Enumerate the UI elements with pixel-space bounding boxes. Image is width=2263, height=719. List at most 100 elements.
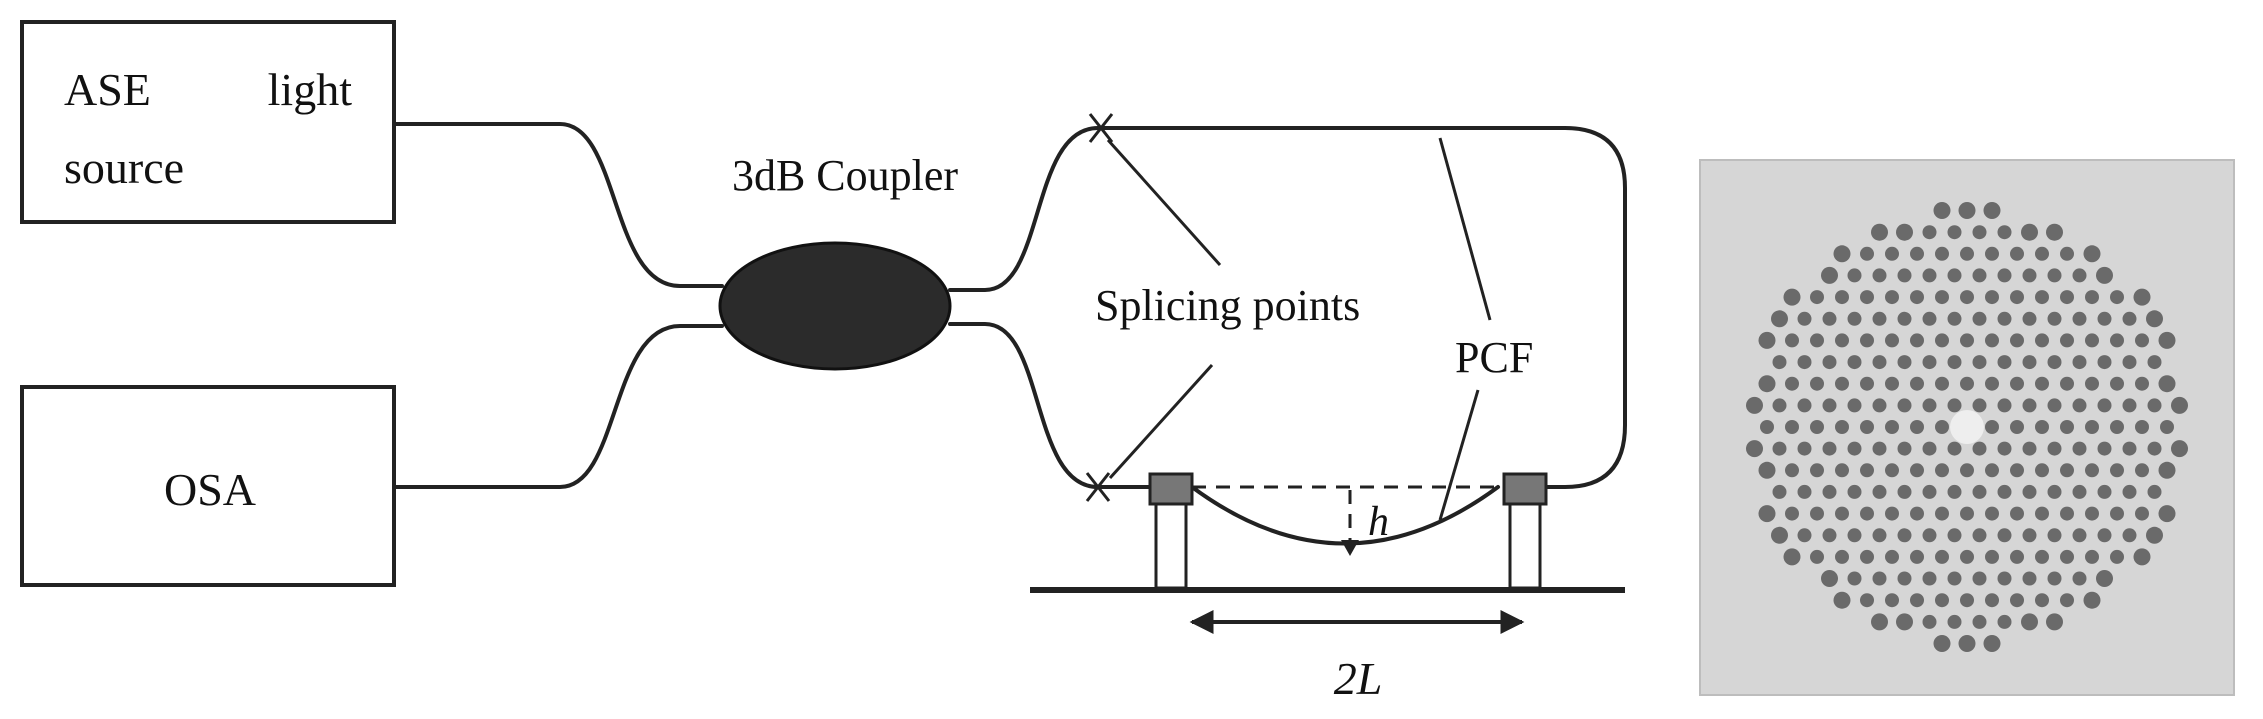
air-hole	[1810, 290, 1824, 305]
air-hole	[2047, 398, 2062, 413]
air-hole	[2035, 420, 2049, 434]
air-hole	[1972, 355, 1987, 370]
air-hole	[1810, 549, 1824, 564]
air-hole	[1785, 463, 1799, 478]
air-hole	[1835, 463, 1849, 478]
air-hole	[1922, 614, 1937, 629]
air-hole	[2010, 549, 2024, 564]
air-hole	[1797, 398, 1812, 413]
air-hole	[2060, 593, 2074, 608]
air-hole	[1922, 268, 1937, 283]
air-hole	[1847, 484, 1862, 499]
air-hole	[1810, 376, 1824, 391]
air-hole	[1896, 613, 1913, 631]
air-hole	[2021, 613, 2038, 631]
air-hole	[2135, 506, 2149, 521]
span-label: 2L	[1334, 653, 1383, 704]
air-hole	[2158, 375, 2176, 393]
air-hole	[1810, 506, 1824, 521]
air-hole	[1997, 225, 2012, 240]
air-hole	[2022, 571, 2037, 586]
bend-depth-arrowhead	[1341, 540, 1359, 556]
splicing-leader-upper	[1106, 138, 1222, 267]
air-hole-pattern	[1746, 202, 2188, 652]
air-hole	[2047, 484, 2062, 499]
air-hole	[1885, 506, 1899, 521]
air-hole	[2035, 463, 2049, 478]
air-hole	[1972, 225, 1987, 240]
air-hole	[1922, 484, 1937, 499]
air-hole	[1922, 225, 1937, 240]
air-hole	[2022, 268, 2037, 283]
air-hole	[2147, 484, 2162, 499]
air-hole	[2110, 376, 2124, 391]
splicing-leader-lower	[1108, 363, 1214, 480]
air-hole	[2022, 528, 2037, 543]
air-hole	[2085, 463, 2099, 478]
air-hole	[2060, 420, 2074, 434]
air-hole	[1746, 440, 1763, 458]
air-hole	[1972, 614, 1987, 629]
air-hole	[2010, 333, 2024, 348]
air-hole	[1847, 441, 1862, 456]
solid-core	[1950, 410, 1984, 444]
air-hole	[1847, 398, 1862, 413]
source-label-ase: ASE	[64, 64, 151, 115]
air-hole	[2097, 398, 2112, 413]
pcf-leader-lower	[1438, 389, 1480, 521]
source-label-source: source	[64, 142, 184, 193]
air-hole	[1797, 528, 1812, 543]
air-hole	[1935, 506, 1949, 521]
air-hole	[1758, 461, 1776, 479]
air-hole	[1910, 420, 1924, 434]
air-hole	[2147, 398, 2162, 413]
air-hole	[1997, 614, 2012, 629]
air-hole	[1872, 355, 1887, 370]
air-hole	[1910, 549, 1924, 564]
air-hole	[1997, 398, 2012, 413]
air-hole	[1758, 331, 1776, 349]
air-hole	[1896, 223, 1913, 241]
air-hole	[1960, 376, 1974, 391]
air-hole	[2035, 506, 2049, 521]
fiber-coupler-lower-output	[948, 322, 1152, 489]
air-hole	[2035, 549, 2049, 564]
air-hole	[1960, 290, 1974, 305]
air-hole	[1985, 376, 1999, 391]
air-hole	[2135, 376, 2149, 391]
air-hole	[1933, 202, 1951, 219]
air-hole	[1935, 549, 1949, 564]
air-hole	[1922, 441, 1937, 456]
air-hole	[1785, 376, 1799, 391]
air-hole	[1835, 420, 1849, 434]
air-hole	[2122, 311, 2137, 326]
air-hole	[1758, 505, 1776, 523]
air-hole	[1847, 268, 1862, 283]
air-hole	[2097, 441, 2112, 456]
air-hole	[1935, 333, 1949, 348]
air-hole	[1872, 268, 1887, 283]
air-hole	[2010, 506, 2024, 521]
air-hole	[2047, 571, 2062, 586]
air-hole	[1772, 398, 1787, 413]
air-hole	[1847, 571, 1862, 586]
air-hole	[2085, 506, 2099, 521]
air-hole	[2072, 571, 2087, 586]
air-hole	[1872, 398, 1887, 413]
air-hole	[2158, 505, 2176, 523]
air-hole	[2072, 311, 2087, 326]
air-hole	[1997, 268, 2012, 283]
air-hole	[1935, 593, 1949, 608]
air-hole	[1833, 245, 1851, 263]
air-hole	[1885, 463, 1899, 478]
air-hole	[1922, 571, 1937, 586]
air-hole	[2060, 290, 2074, 305]
air-hole	[2022, 441, 2037, 456]
air-hole	[1860, 376, 1874, 391]
air-hole	[1958, 635, 1976, 652]
air-hole	[2085, 376, 2099, 391]
air-hole	[1885, 549, 1899, 564]
air-hole	[2135, 420, 2149, 434]
air-hole	[2035, 290, 2049, 305]
osa-box: OSA	[20, 385, 396, 587]
